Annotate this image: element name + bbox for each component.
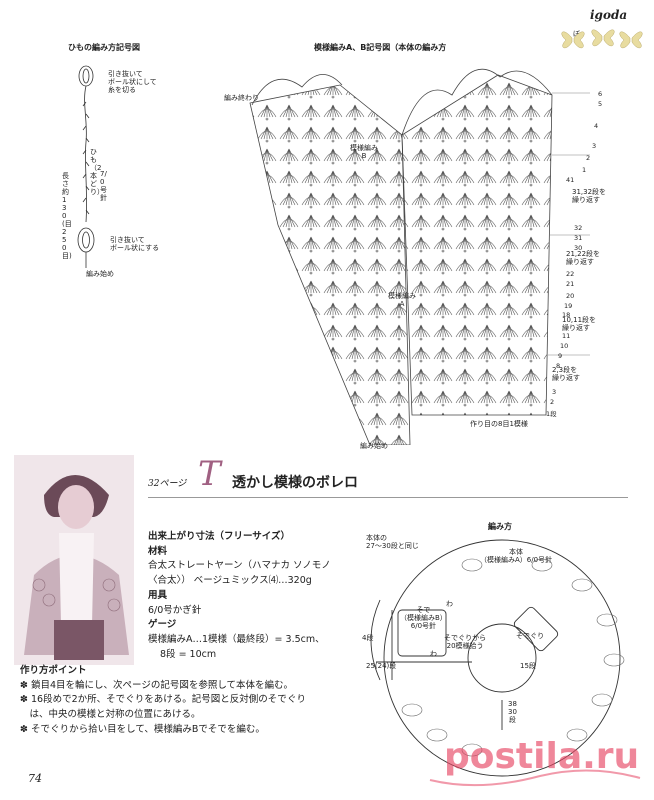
- butterfly-ornament: [561, 29, 643, 49]
- pattern-b-label: 模様編み B: [350, 144, 378, 161]
- cord-diagram-title: ひもの編み方記号図: [68, 43, 140, 52]
- rows-25-label: 25(24)段: [366, 662, 397, 670]
- end-label: 編み終わり: [224, 94, 259, 102]
- watermark-swirl: [429, 769, 641, 787]
- cord-start-label: 編み始め: [86, 270, 114, 278]
- cord-top-label: 引き抜いて ボール状にして 糸を切る: [108, 70, 157, 95]
- pattern-diagram: [249, 68, 590, 445]
- brand-logo: igoda: [590, 8, 628, 22]
- construction-diagram: [370, 539, 625, 777]
- repeat-note-1: 31,32段を繰り返す: [572, 188, 607, 205]
- logo-mark: ぼ: [573, 30, 580, 38]
- page-reference: 32ページ: [148, 479, 187, 489]
- materials-line-2: 〈合太〉） ベージュミックス⑷…320g: [148, 575, 312, 587]
- materials-line-1: 合太ストレートヤーン（ハマナカ ソノモノ: [148, 560, 331, 572]
- pattern-letter: T: [198, 454, 221, 494]
- gauge-heading: ゲージ: [148, 619, 177, 631]
- materials-heading: 材料: [148, 545, 168, 557]
- watermark: postila.ru: [420, 732, 650, 796]
- title-underline: [148, 497, 628, 498]
- gauge-line-1: 模様編みA…1模様（最終段）= 3.5cm、: [148, 634, 325, 646]
- pattern-start-label: 編み始め: [360, 442, 388, 450]
- tools-heading: 用具: [148, 589, 168, 601]
- cord-hook-label: 7/0号針: [100, 170, 107, 203]
- repeat-note-4: 2,3段を繰り返す: [552, 366, 580, 383]
- armhole-label: そでぐり: [516, 632, 545, 640]
- specs-block: 出来上がり寸法（フリーサイズ） 材料 合太ストレートヤーン（ハマナカ ソノモノ …: [148, 530, 358, 662]
- construction-title: 編み方: [488, 522, 512, 531]
- photo-figure: [14, 455, 134, 665]
- tools-line-1: 6/0号かぎ針: [148, 604, 202, 616]
- point-1: ✽ 鎖目4目を輪にし、次ページの記号図を参照して本体を編む。: [20, 679, 294, 691]
- size-heading: 出来上がり寸法（フリーサイズ）: [148, 531, 291, 542]
- article-title-row: 32ページ T 透かし模様のボレロ: [148, 454, 628, 496]
- sleeve-label: そで（模様編みB）6/0号針: [400, 606, 447, 631]
- point-2: ✽ 16段めで2か所、そでぐりをあける。記号図と反対側のそでぐり: [20, 694, 306, 706]
- point-3: ✽ そでぐりから拾い目をして、模様編みBでそでを編む。: [20, 723, 265, 735]
- model-photo: [14, 455, 134, 665]
- rows-4-label: 4段: [362, 634, 374, 642]
- body-label: 本体（模様編みA）6/0号針: [480, 548, 553, 565]
- point-2-cont: は、中央の模様と対称の位置にあける。: [20, 709, 201, 721]
- watermark-text: postila.ru: [444, 736, 640, 777]
- pattern-diagram-title: 模様編みA、B記号図（本体の編み方: [314, 43, 447, 52]
- pattern-a-label: 模様編み A: [388, 292, 416, 309]
- cord-label: ひも（2本どり）: [90, 148, 104, 197]
- ring-label-1: わ: [446, 600, 453, 608]
- gauge-line-2: 8段 = 10cm: [160, 648, 217, 660]
- cord-diagram: [77, 65, 95, 268]
- chain-label: 作り目の8目1模様: [470, 420, 528, 428]
- repeat-note-2: 21,22段を繰り返す: [566, 250, 601, 267]
- rows-15-label: 15段: [520, 662, 536, 670]
- cord-length-label: 長さ約130(目250目): [62, 172, 72, 261]
- repeat-note-3: 10,11段を繰り返す: [562, 316, 597, 333]
- cord-bottom-label: 引き抜いて ボール状にする: [110, 236, 160, 253]
- page-number: 74: [28, 772, 42, 785]
- points-block: 作り方ポイント ✽ 鎖目4目を輪にし、次ページの記号図を参照して本体を編む。 ✽…: [20, 664, 370, 738]
- article-title: 透かし模様のボレロ: [232, 475, 358, 491]
- points-heading: 作り方ポイント: [20, 665, 87, 676]
- ring-label-2: わ: [430, 650, 437, 658]
